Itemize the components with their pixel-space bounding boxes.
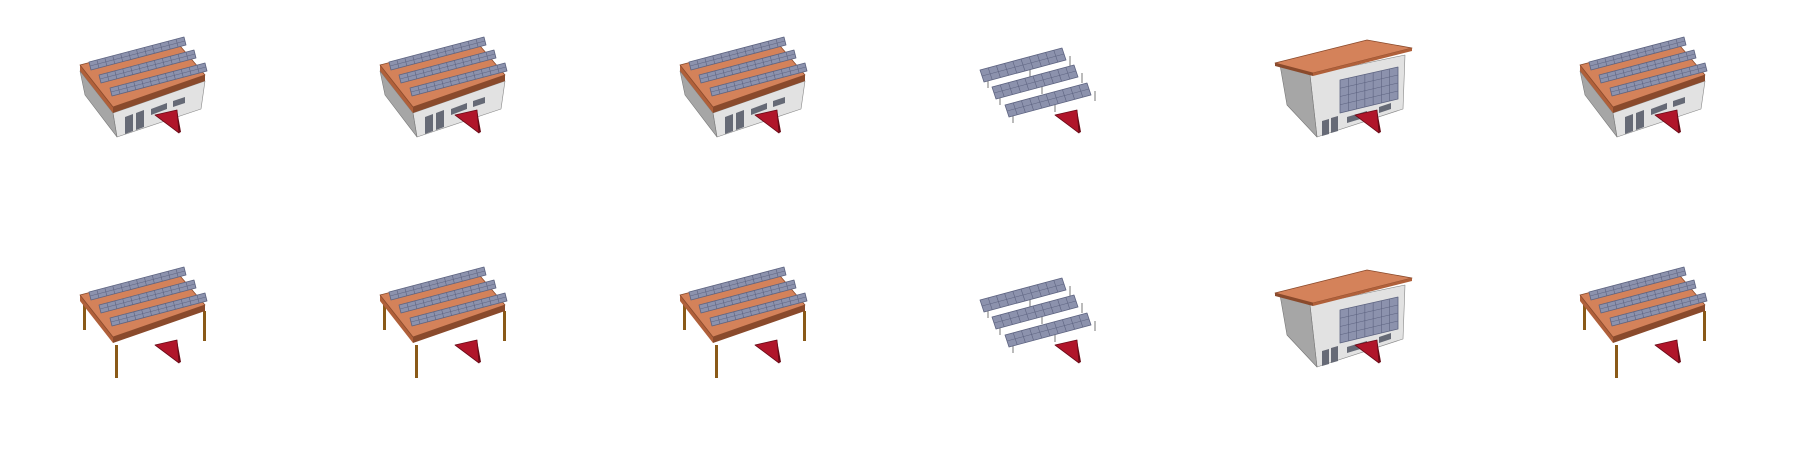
solar-carport-icon — [679, 266, 808, 378]
pv-system-option-roof-building[interactable] — [675, 35, 835, 155]
facade-solar-building-icon — [1274, 39, 1413, 138]
rooftop-solar-building-icon — [379, 36, 508, 138]
rooftop-solar-building-icon — [679, 36, 808, 138]
pv-system-option-ground-mount[interactable] — [975, 35, 1135, 155]
pv-system-option-ground-mount[interactable] — [975, 265, 1135, 385]
pv-system-option-roof-building[interactable] — [75, 35, 235, 155]
pv-system-option-facade-building[interactable] — [1274, 265, 1435, 385]
pv-system-option-carport[interactable] — [375, 265, 535, 385]
pv-system-option-carport[interactable] — [675, 265, 835, 385]
facade-solar-building-icon — [1274, 269, 1413, 368]
solar-carport-icon — [379, 266, 508, 378]
solar-carport-icon — [79, 266, 208, 378]
pv-system-option-carport[interactable] — [1575, 265, 1735, 385]
pv-system-option-roof-building[interactable] — [375, 35, 535, 155]
ground-mounted-solar-array-icon — [979, 47, 1096, 134]
solar-carport-icon — [1579, 266, 1708, 378]
rooftop-solar-building-icon — [79, 36, 208, 138]
ground-mounted-solar-array-icon — [979, 277, 1096, 364]
pv-system-option-facade-building[interactable] — [1274, 35, 1435, 155]
pv-system-option-carport[interactable] — [75, 265, 235, 385]
pv-system-option-roof-building[interactable] — [1575, 35, 1735, 155]
rooftop-solar-building-icon — [1579, 36, 1708, 138]
